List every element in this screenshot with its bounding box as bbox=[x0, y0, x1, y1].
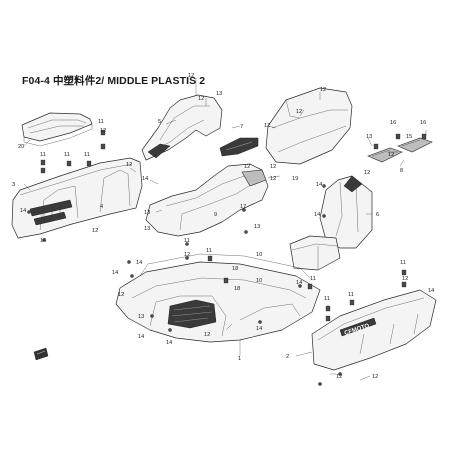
part-2-footwell-panel bbox=[311, 289, 437, 371]
part-7-grille bbox=[219, 137, 259, 157]
callout-13: 13 bbox=[254, 224, 260, 230]
callout-12: 12 bbox=[198, 96, 204, 102]
diagram-title: F04-4 中塑料件2/ MIDDLE PLASTIS 2 bbox=[22, 75, 206, 87]
callout-9: 9 bbox=[214, 212, 217, 218]
callout-1: 1 bbox=[238, 356, 241, 362]
callout-14: 14 bbox=[316, 182, 322, 188]
callout-12: 12 bbox=[118, 292, 124, 298]
callout-14: 14 bbox=[40, 238, 46, 244]
callout-14: 14 bbox=[136, 260, 142, 266]
part-20-tray bbox=[21, 112, 93, 147]
manufacturer-logo-icon bbox=[33, 347, 49, 361]
callout-11: 11 bbox=[310, 276, 316, 282]
callout-18: 18 bbox=[234, 286, 240, 292]
callout-7: 7 bbox=[240, 124, 243, 130]
callout-5: 5 bbox=[158, 119, 161, 125]
callout-11: 11 bbox=[348, 292, 354, 298]
callout-2: 2 bbox=[286, 354, 289, 360]
callout-14: 14 bbox=[314, 212, 320, 218]
callout-16: 16 bbox=[390, 120, 396, 126]
callout-12: 12 bbox=[296, 109, 302, 115]
callout-13: 13 bbox=[138, 314, 144, 320]
part-8-cover-plates bbox=[367, 137, 433, 163]
callout-12: 12 bbox=[320, 87, 326, 93]
callout-12: 12 bbox=[388, 152, 394, 158]
callout-12: 12 bbox=[270, 164, 276, 170]
callout-14: 14 bbox=[296, 280, 302, 286]
callout-12: 12 bbox=[372, 374, 378, 380]
callout-16: 16 bbox=[420, 120, 426, 126]
callout-10: 10 bbox=[256, 252, 262, 258]
callout-12: 12 bbox=[270, 176, 276, 182]
callout-10: 10 bbox=[256, 278, 262, 284]
callout-20: 20 bbox=[18, 144, 24, 150]
callout-14: 14 bbox=[138, 334, 144, 340]
callout-labels: 12 12 5 7 13 12 12 12 19 13 16 16 15 12 … bbox=[12, 73, 434, 380]
callout-12: 12 bbox=[336, 374, 342, 380]
part-6-right-bracket bbox=[319, 175, 373, 249]
part-5-console-cover bbox=[141, 94, 223, 161]
callout-12: 12 bbox=[184, 252, 190, 258]
callout-11: 11 bbox=[184, 238, 190, 244]
callout-12: 12 bbox=[204, 332, 210, 338]
callout-14: 14 bbox=[428, 288, 434, 294]
callout-12: 12 bbox=[126, 162, 132, 168]
callout-3: 3 bbox=[12, 182, 15, 188]
callout-11: 11 bbox=[84, 152, 90, 158]
callout-14: 14 bbox=[142, 176, 148, 182]
callout-12: 12 bbox=[244, 164, 250, 170]
callout-12: 12 bbox=[264, 123, 270, 129]
callout-11: 11 bbox=[400, 260, 406, 266]
leader-lines bbox=[23, 78, 427, 381]
callout-15: 15 bbox=[406, 134, 412, 140]
callout-13: 13 bbox=[144, 226, 150, 232]
callout-11: 11 bbox=[40, 152, 46, 158]
callout-4: 4 bbox=[100, 204, 103, 210]
callout-11: 11 bbox=[98, 119, 104, 125]
callout-12: 12 bbox=[188, 73, 194, 79]
callout-14: 14 bbox=[112, 270, 118, 276]
callout-19: 19 bbox=[292, 176, 298, 182]
part-19-storage-tub bbox=[265, 87, 353, 165]
callout-12: 12 bbox=[92, 228, 98, 234]
callout-13: 13 bbox=[216, 91, 222, 97]
callout-14: 14 bbox=[20, 208, 26, 214]
fasteners bbox=[27, 129, 427, 386]
callout-11: 11 bbox=[324, 296, 330, 302]
callout-14: 14 bbox=[256, 326, 262, 332]
callout-11: 11 bbox=[206, 248, 212, 254]
callout-12: 12 bbox=[100, 128, 106, 134]
part-1-floor-pan bbox=[115, 253, 321, 343]
callout-14: 14 bbox=[166, 340, 172, 346]
callout-18: 18 bbox=[232, 266, 238, 272]
callout-13: 13 bbox=[366, 134, 372, 140]
callout-13: 13 bbox=[144, 210, 150, 216]
callout-12: 12 bbox=[364, 170, 370, 176]
part-9-tunnel-cover bbox=[145, 163, 269, 237]
callout-6: 6 bbox=[376, 212, 379, 218]
callout-11: 11 bbox=[64, 152, 70, 158]
callout-8: 8 bbox=[400, 168, 403, 174]
storage-box bbox=[289, 235, 341, 271]
callout-17: 17 bbox=[240, 204, 246, 210]
callout-12: 12 bbox=[402, 276, 408, 282]
part-3-left-side-panel bbox=[11, 157, 143, 239]
